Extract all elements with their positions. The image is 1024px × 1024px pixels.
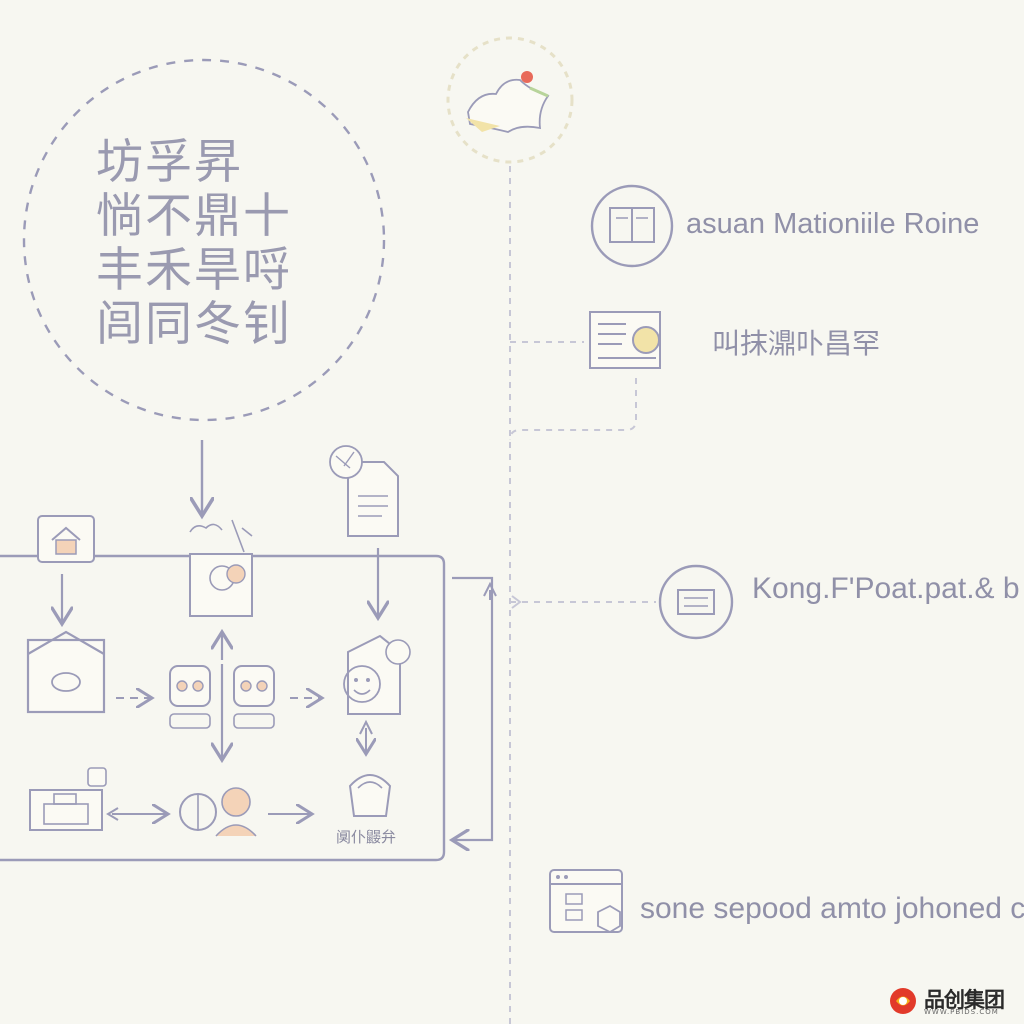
book-icon	[590, 184, 674, 268]
home-icon	[37, 515, 95, 563]
keyboard-icon	[658, 564, 734, 640]
logo-dashed-circle	[446, 36, 574, 164]
brand-name: 品创集团	[924, 988, 1005, 1012]
flow-bottom-label: 阒仆鼹弁	[336, 828, 397, 846]
shield-icon	[348, 774, 392, 817]
title-dashed-circle	[22, 58, 386, 422]
building-icon	[29, 767, 107, 831]
flow-frame	[0, 554, 446, 862]
idea-document-icon	[189, 519, 253, 617]
item-label-3: Kong.F'Poat.pat.& b	[752, 572, 1020, 605]
map-logo-icon	[466, 71, 550, 133]
brand-logo: 品创集团 WWW.PBIDS.COM	[888, 984, 1016, 1020]
person-chart-icon	[179, 787, 257, 837]
brand-url: WWW.PBIDS.COM	[924, 1008, 999, 1016]
item-label-1: asuan Mationiile Roine	[686, 208, 980, 240]
team-member-icon-left	[169, 665, 211, 729]
item-label-2: 叫抹濎卟昌罕	[712, 327, 881, 360]
diagram-title: 坊孚昇 惝不鼎十 丰禾旱哷 闾同冬钊	[96, 135, 292, 352]
item-label-4: sone sepood amto johoned c	[640, 892, 1024, 925]
browser-window-icon	[549, 869, 623, 934]
smiley-document-icon	[343, 634, 411, 715]
envelope-icon	[26, 630, 106, 714]
document-avatar-icon	[589, 311, 661, 369]
brand-mark-icon	[890, 988, 916, 1014]
team-member-icon-right	[233, 665, 275, 729]
file-document-icon	[329, 445, 399, 537]
